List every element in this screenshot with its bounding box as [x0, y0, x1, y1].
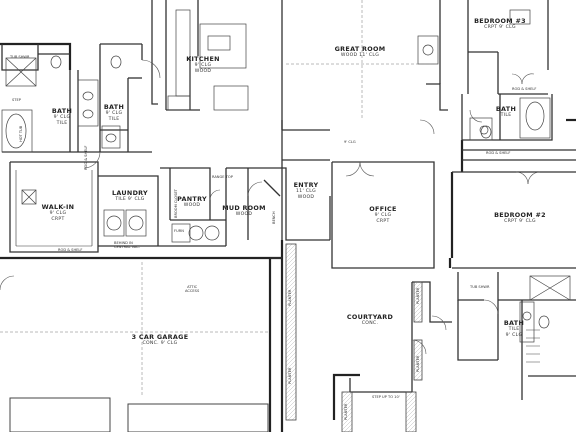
- room-name: BEDROOM #3: [474, 17, 526, 25]
- note-planter: PLANTER: [288, 289, 292, 306]
- room-name: PANTRY: [177, 195, 207, 203]
- garage-doors: [9, 397, 269, 432]
- note-range-top: RANGE TOP: [212, 175, 233, 179]
- room-name: BATH: [103, 103, 125, 111]
- note-rod-shelf-bedroom3: ROD & SHELF: [512, 87, 537, 91]
- room-label-walkin: WALK-IN 9' CLG CRPT: [41, 203, 75, 222]
- stairs: [526, 329, 540, 363]
- room-label-bedroom2: BEDROOM #2 CRPT 9' CLG: [494, 211, 546, 225]
- exterior-walls: [0, 42, 576, 432]
- room-label-entry: ENTRY 11' CLG WOOD: [293, 181, 319, 200]
- room-detail: TILE: [500, 113, 512, 119]
- room-label-bath-center: BATH 9' CLG TILE: [103, 103, 125, 122]
- note-bench: BENCH: [272, 211, 276, 224]
- room-label-bath-lower-right: BATH TILE 9' CLG: [503, 319, 525, 338]
- note-planter: PLANTER: [344, 403, 348, 420]
- room-detail: 9' CLG WOOD: [194, 63, 212, 74]
- room-label-mudroom: MUD ROOM WOOD: [222, 204, 266, 218]
- room-detail: 9' CLG TILE: [105, 111, 123, 122]
- note-rod-shelf-walkin: ROD & SHELF: [84, 145, 88, 170]
- room-label-great-room: GREAT ROOM WOOD 11' CLG: [334, 45, 386, 59]
- fixtures: [1, 9, 571, 343]
- note-broom-closet: BROOM CLOSET: [174, 189, 178, 218]
- note-planter: PLANTER: [288, 367, 292, 384]
- room-name: BATH: [495, 105, 517, 113]
- room-detail: TILE 9' CLG: [505, 327, 523, 338]
- note-tub-shower-lower: TUB SHWR: [470, 285, 490, 289]
- room-name: KITCHEN: [186, 55, 220, 63]
- note-step: STEP: [12, 98, 21, 102]
- door-swings: [0, 59, 541, 355]
- room-label-kitchen: KITCHEN 9' CLG WOOD: [186, 55, 220, 74]
- room-detail: 9' CLG CRPT: [374, 213, 392, 224]
- note-rod-shelf-upper-right: ROD & SHELF: [486, 151, 511, 155]
- room-label-bath-master: BATH 9' CLG TILE: [51, 107, 73, 126]
- room-name: BATH: [503, 319, 525, 327]
- note-rod-shelf-walkin-bottom: ROD & SHELF: [58, 248, 83, 252]
- room-label-garage: 3 CAR GARAGE CONC. 9' CLG: [131, 333, 189, 347]
- room-detail: 11' CLG WOOD: [296, 189, 316, 200]
- room-name: MUD ROOM: [222, 204, 266, 212]
- room-detail: 9' CLG TILE: [53, 115, 71, 126]
- room-detail: WOOD: [235, 212, 253, 218]
- room-label-office: OFFICE 9' CLG CRPT: [369, 205, 397, 224]
- room-label-bedroom3: BEDROOM #3 CRPT 9' CLG: [474, 17, 526, 31]
- room-detail: CONC.: [361, 321, 379, 327]
- room-name: ENTRY: [293, 181, 319, 189]
- room-name: BEDROOM #2: [494, 211, 546, 219]
- room-detail: WOOD 11' CLG: [340, 53, 380, 59]
- room-label-courtyard: COURTYARD CONC.: [346, 313, 394, 327]
- note-attic-access: ATTIC ACCESS: [185, 285, 200, 293]
- room-name: OFFICE: [369, 205, 397, 213]
- note-furn: FURN: [174, 229, 184, 233]
- room-name: COURTYARD: [346, 313, 394, 321]
- beam-lines: [0, 0, 436, 396]
- room-label-laundry: LAUNDRY TILE 9' CLG: [112, 189, 148, 203]
- room-name: WALK-IN: [41, 203, 75, 211]
- note-planter: PLANTER: [416, 355, 420, 372]
- note-step-up: STEP UP TO 10': [372, 395, 400, 399]
- note-hot-tub: HOT TUB: [19, 125, 23, 142]
- room-detail: CRPT 9' CLG: [504, 219, 536, 225]
- room-detail: CRPT 9' CLG: [484, 25, 516, 31]
- room-detail: CONC. 9' CLG: [142, 341, 178, 347]
- planters: [285, 243, 423, 432]
- room-detail: TILE 9' CLG: [115, 197, 145, 203]
- room-name: LAUNDRY: [112, 189, 148, 197]
- room-name: 3 CAR GARAGE: [131, 333, 189, 341]
- note-tub-shower: TUB SHWR: [10, 55, 30, 59]
- room-detail: 9' CLG CRPT: [49, 211, 67, 222]
- room-name: GREAT ROOM: [334, 45, 386, 53]
- room-name: BATH: [51, 107, 73, 115]
- note-planter: PLANTER: [416, 287, 420, 304]
- room-label-bath-upper-right: BATH TILE: [495, 105, 517, 119]
- room-detail: WOOD: [183, 203, 201, 209]
- note-clg: 9' CLG: [344, 140, 356, 144]
- room-label-pantry: PANTRY WOOD: [177, 195, 207, 209]
- note-central-vac: BEHIND IN CENTRAL VAC.: [114, 241, 140, 249]
